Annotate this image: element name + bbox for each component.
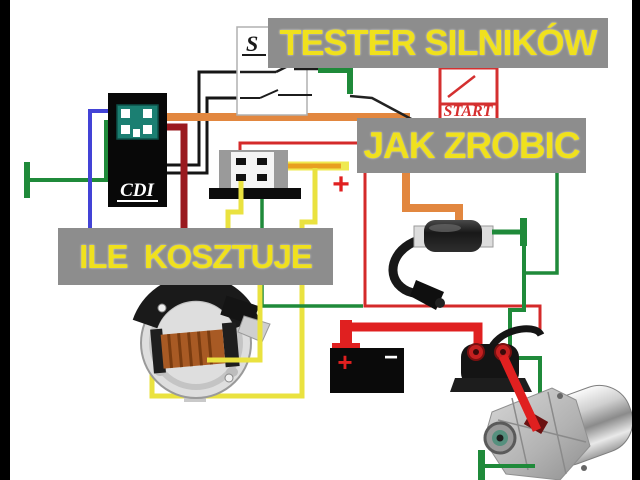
switch-row2 — [240, 94, 312, 99]
cdi-unit — [108, 93, 167, 207]
switch-row1 — [240, 67, 318, 74]
start-label: START — [444, 103, 494, 120]
red-battery-wire — [346, 322, 483, 350]
start-button-box — [438, 66, 499, 106]
rectifier-regulator — [209, 150, 301, 199]
banner-ile-kosztuje: ILE KOSZTUJE — [58, 228, 333, 285]
letterbox-left — [0, 0, 10, 480]
battery — [330, 348, 404, 393]
switch-blade-3 — [349, 94, 416, 123]
dc-plus-label: + — [332, 168, 350, 201]
rectifier-base — [209, 188, 301, 199]
battery-terminal-stem — [340, 320, 352, 346]
switch-blade-2 — [259, 89, 279, 99]
start-switch-blade — [447, 75, 476, 98]
battery-terminal-bar — [332, 343, 360, 352]
banner-jak-zrobic: JAK ZROBIC — [357, 118, 586, 173]
green-terminal-motor — [478, 450, 485, 480]
green-terminal-left — [24, 162, 30, 198]
letterbox-right — [632, 0, 640, 480]
battery-minus-label: − — [384, 344, 398, 371]
yellow-wire-loop — [149, 168, 318, 399]
starter-relay — [450, 325, 545, 392]
green-switch-wire — [318, 67, 353, 94]
ignition-coil — [388, 218, 527, 310]
battery-plus-label: + — [337, 347, 352, 377]
orange-coil-wire — [158, 113, 463, 230]
banner-tester-silnikow: TESTER SILNIKÓW — [268, 18, 608, 68]
red-starter-cable — [498, 354, 542, 432]
green-terminal-coil — [520, 218, 527, 246]
cdi-label: CDI — [120, 180, 154, 201]
kill-switch-label: S — [246, 31, 258, 56]
